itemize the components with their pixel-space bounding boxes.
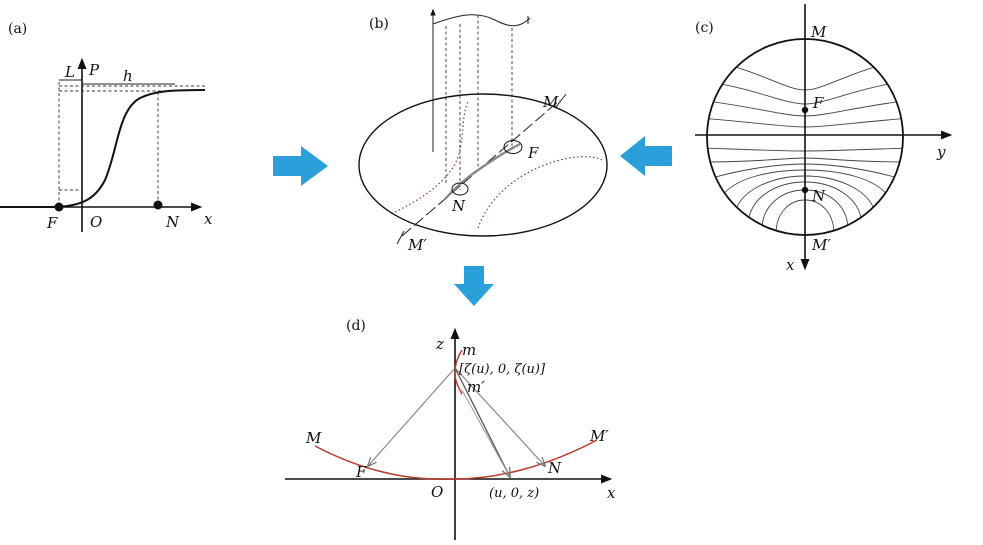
panel-d-label-x: x — [607, 484, 616, 502]
panel-c-label-m-prime: M′ — [811, 236, 831, 254]
panel-b-top-sheet — [432, 14, 531, 27]
panel-d-label-big-m: M — [305, 429, 322, 447]
panel-c-label-f: F — [812, 94, 824, 112]
panel-a-sigmoid-curve — [0, 89, 206, 208]
panel-d: (d) z m [ζ(u), 0, ζ(u)] m′ M M′ F O N (u… — [285, 318, 616, 540]
arrow-c-to-b — [620, 136, 672, 176]
panel-a-label-x: x — [204, 210, 213, 228]
panel-b-tick-m-prime — [396, 230, 405, 245]
panel-a-point-n — [153, 200, 163, 210]
panel-a: (a) L P h F O N x — [0, 21, 213, 232]
panel-c-label: (c) — [695, 20, 714, 36]
panel-a-label-o: O — [90, 213, 102, 231]
panel-b-dotted-curve-left — [394, 101, 469, 213]
panel-a-label-n: N — [165, 213, 180, 231]
panel-d-ray-to-n — [454, 367, 545, 466]
panel-d-upper-curve — [454, 349, 463, 395]
panel-b-dotted-curve-right — [477, 156, 603, 229]
panel-d-ray-to-f — [368, 367, 456, 466]
panel-c-point-f — [801, 106, 809, 114]
panel-d-label-z: z — [435, 335, 444, 353]
panel-b-label: (b) — [369, 16, 389, 32]
panel-d-label-f: F — [355, 463, 367, 481]
panel-c: (c) M F y N M′ x — [695, 4, 953, 274]
panel-c-label-n: N — [811, 187, 826, 205]
panel-b-label-m-prime: M′ — [407, 236, 427, 254]
panel-d-label: (d) — [346, 318, 366, 334]
panel-a-label-l: L — [64, 63, 75, 81]
arrow-b-to-d — [454, 266, 494, 306]
panel-b-tick-m — [555, 93, 567, 108]
panel-c-point-n — [801, 186, 809, 194]
panel-b-circle-f — [503, 140, 523, 154]
panel-d-ray-return — [461, 389, 511, 478]
panel-a-label-p: P — [88, 61, 100, 79]
panel-b: (b) M F N M′ — [358, 8, 608, 254]
panel-d-label-big-m-prime: M′ — [589, 427, 609, 445]
panel-a-label: (a) — [8, 21, 27, 37]
panel-d-label-m-prime: m′ — [467, 378, 485, 396]
panel-a-label-f: F — [46, 214, 58, 232]
panel-b-ellipse — [358, 93, 608, 237]
arrow-a-to-b — [273, 146, 328, 186]
panel-c-label-y: y — [936, 143, 946, 161]
panel-d-ray-to-u — [454, 367, 510, 477]
panel-d-label-coord-top: [ζ(u), 0, ζ(u)] — [459, 362, 546, 377]
panel-b-label-f: F — [527, 144, 539, 162]
panel-d-mirror-curve — [314, 439, 598, 481]
panel-b-label-m: M — [542, 93, 559, 111]
panel-a-label-h: h — [123, 67, 133, 85]
panel-c-label-x: x — [786, 256, 795, 274]
panel-d-label-coord-bottom: (u, 0, z) — [489, 486, 539, 501]
panel-d-label-o: O — [431, 483, 443, 501]
panel-b-gray-curve — [445, 142, 521, 199]
panel-a-point-f — [54, 202, 64, 212]
panel-d-label-m: m — [462, 341, 476, 359]
panel-d-label-n: N — [547, 459, 562, 477]
panel-b-label-n: N — [451, 197, 466, 215]
panel-b-circle-n — [451, 182, 469, 196]
panel-c-label-m: M — [810, 23, 827, 41]
